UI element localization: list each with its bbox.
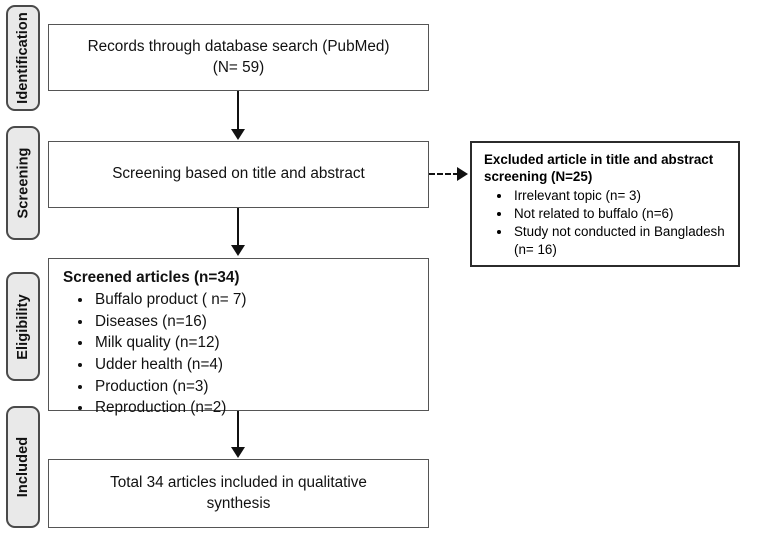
connector-line <box>237 91 240 131</box>
list-item: Diseases (n=16) <box>93 311 416 333</box>
list-item: Not related to buffalo (n=6) <box>512 205 728 223</box>
box-included-line2: synthesis <box>206 494 271 512</box>
arrow-head-down-icon <box>231 245 246 256</box>
stage-pill-identification: Identification <box>6 5 40 111</box>
box-records-identified: Records through database search (PubMed)… <box>48 24 429 91</box>
box-excluded-articles: Excluded article in title and abstract s… <box>470 141 740 267</box>
box-included-total: Total 34 articles included in qualitativ… <box>48 459 429 528</box>
list-item: Buffalo product ( n= 7) <box>93 289 416 311</box>
box-screening: Screening based on title and abstract <box>48 141 429 208</box>
stage-pill-screening: Screening <box>6 126 40 240</box>
list-item: Production (n=3) <box>93 376 416 398</box>
stage-pill-eligibility: Eligibility <box>6 272 40 381</box>
box-screening-line1: Screening based on title and abstract <box>112 165 365 183</box>
stage-label-included: Included <box>15 436 32 498</box>
box-screened-list: Buffalo product ( n= 7) Diseases (n=16) … <box>93 289 416 419</box>
box-screened-articles: Screened articles (n=34) Buffalo product… <box>48 258 429 416</box>
box-records-line2: (N= 59) <box>212 58 265 76</box>
connector-line <box>237 411 240 449</box>
stage-label-eligibility: Eligibility <box>15 293 31 360</box>
stage-label-identification: Identification <box>15 12 31 104</box>
connector-dashed-line <box>429 173 459 175</box>
arrow-head-down-icon <box>231 129 246 140</box>
stage-pill-included: Included <box>6 406 40 528</box>
list-item: Irrelevant topic (n= 3) <box>512 187 728 205</box>
connector-line <box>237 208 240 247</box>
list-item: Udder health (n=4) <box>93 354 416 376</box>
box-excluded-heading: Excluded article in title and abstract s… <box>484 152 728 186</box>
box-screened-heading: Screened articles (n=34) <box>63 269 240 286</box>
box-included-text: Total 34 articles included in qualitativ… <box>110 473 367 513</box>
box-included-line1: Total 34 articles included in qualitativ… <box>110 474 367 492</box>
box-excluded-list: Irrelevant topic (n= 3) Not related to b… <box>512 187 728 260</box>
box-screening-text: Screening based on title and abstract <box>112 164 365 184</box>
list-item: Study not conducted in Bangladesh (n= 16… <box>512 223 728 259</box>
box-records-line1: Records through database search (PubMed) <box>87 38 390 56</box>
list-item: Milk quality (n=12) <box>93 332 416 354</box>
list-item: Reproduction (n=2) <box>93 397 416 419</box>
arrow-head-right-icon <box>457 167 468 181</box>
arrow-head-down-icon <box>231 447 246 458</box>
box-excluded-heading-line1: Excluded article in title and abstract <box>484 152 714 167</box>
box-records-text: Records through database search (PubMed)… <box>88 37 390 77</box>
stage-label-screening: Screening <box>15 147 32 219</box>
box-excluded-heading-line2: screening (N=25) <box>484 168 593 184</box>
